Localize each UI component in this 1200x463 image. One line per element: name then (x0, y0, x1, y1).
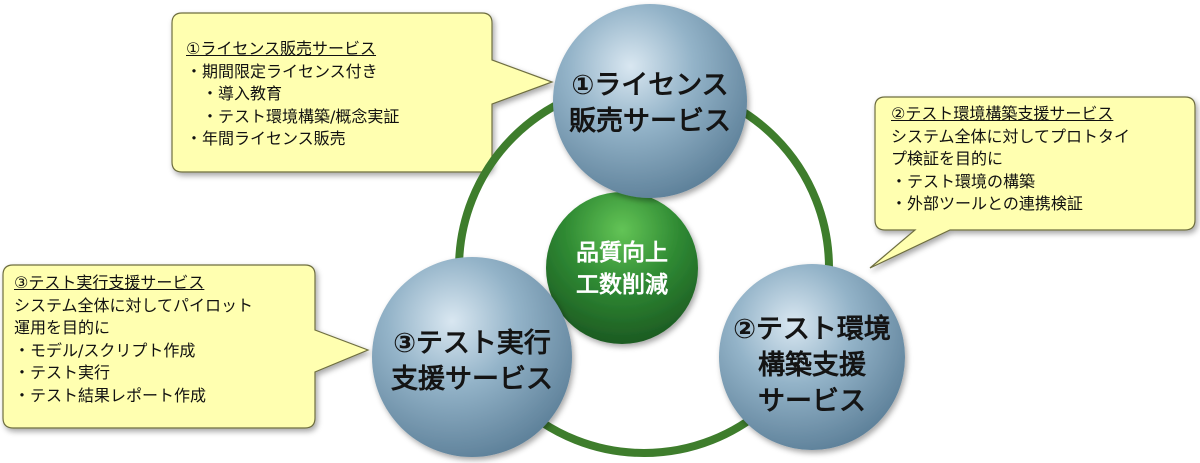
center-circle (546, 192, 698, 344)
callout-env-bubble (869, 96, 1196, 269)
callout-exec-bubble (2, 264, 370, 429)
node-exec-circle (372, 257, 572, 457)
node-env-circle (719, 264, 905, 450)
callout-license-bubble (171, 12, 554, 173)
node-license-circle (553, 4, 747, 198)
